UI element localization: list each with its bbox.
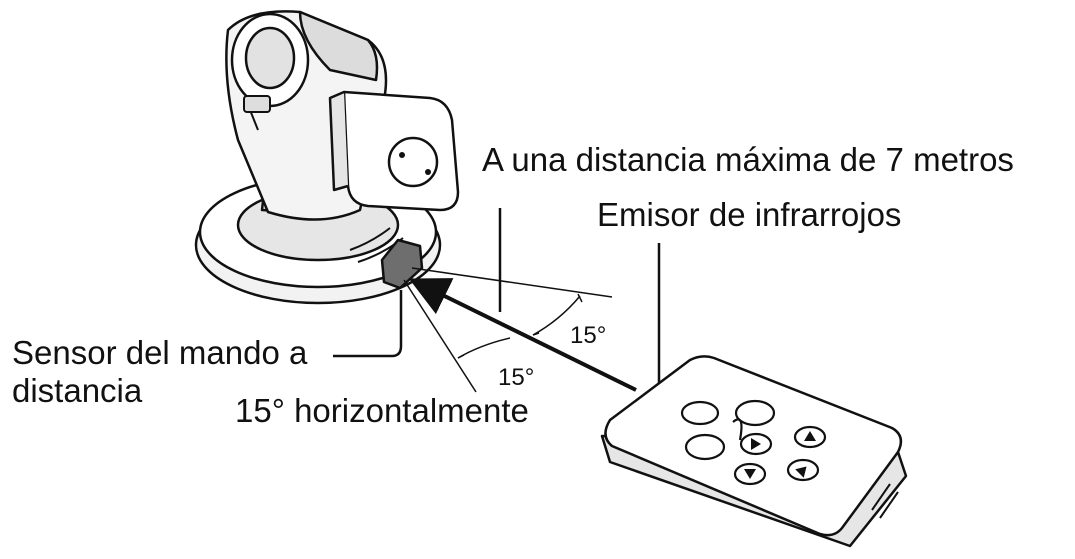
upper-angle-label: 15° [570,322,607,349]
max-distance-label: A una distancia máxima de 7 metros [482,141,1014,178]
ir-emitter-label: Emisor de infrarrojos [597,196,902,233]
lower-angle-label: 15° [498,364,535,391]
sensor-label-line1: Sensor del mando a [12,334,308,371]
horizontal-angle-label: 15° horizontalmente [235,392,529,429]
remote-control-illustration [600,355,908,548]
sensor-label-line2: distancia [12,372,143,409]
angle-lines [333,208,661,393]
camera-illustration [194,10,460,305]
